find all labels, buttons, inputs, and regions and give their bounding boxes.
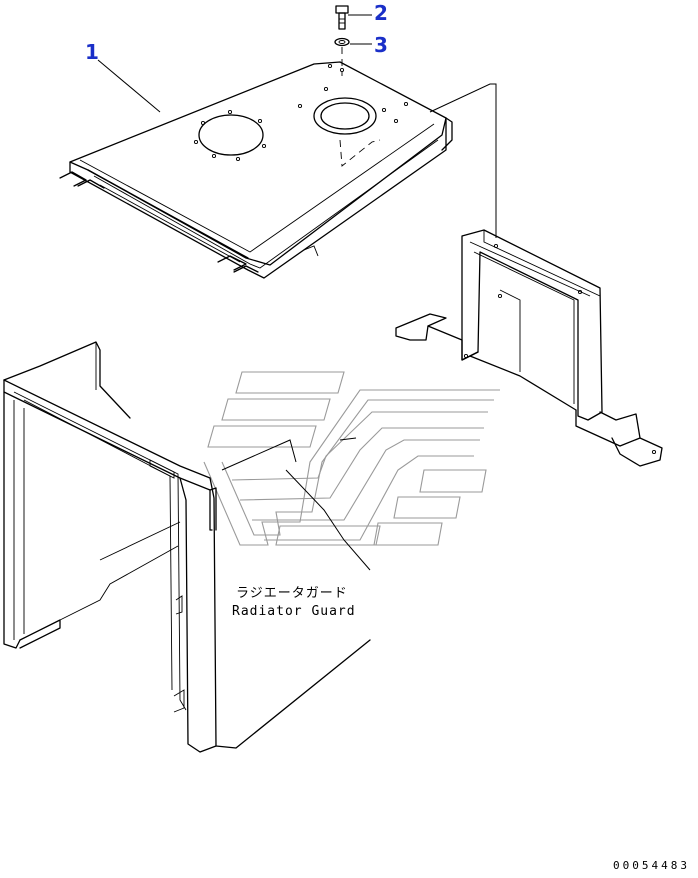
radiator-guard-caption-en: Radiator Guard xyxy=(232,604,356,619)
radiator-guard-caption-jp: ラジエータガード xyxy=(236,586,348,601)
rear-support-frame xyxy=(395,83,663,467)
radiator-guard xyxy=(3,341,371,753)
document-number: 00054483 xyxy=(613,859,690,872)
callout-3: 3 xyxy=(374,33,388,57)
callout-1: 1 xyxy=(85,40,99,64)
bolt xyxy=(335,5,349,30)
washer xyxy=(334,37,350,47)
callout-2: 2 xyxy=(374,1,388,25)
watermark-logo xyxy=(203,371,500,546)
top-cover xyxy=(59,61,453,279)
leader-lines xyxy=(97,14,372,571)
bolt-holes xyxy=(193,63,409,162)
